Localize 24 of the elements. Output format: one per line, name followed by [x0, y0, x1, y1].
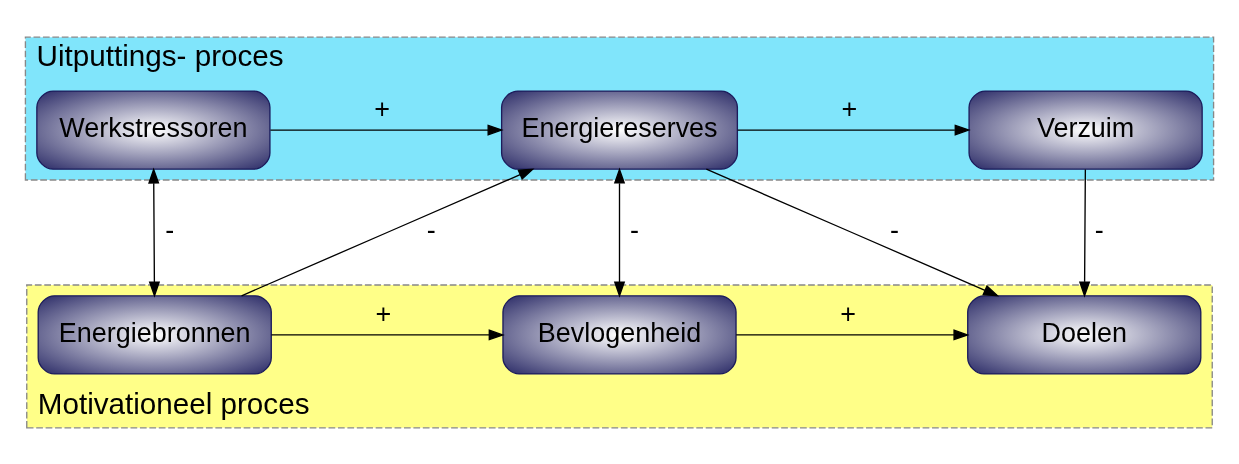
node-box: Werkstressoren: [36, 89, 271, 170]
node-box: Verzuim: [968, 89, 1203, 170]
arrow: [737, 123, 971, 136]
node-box: Bevlogenheid: [502, 294, 737, 375]
edge-label: +: [840, 298, 857, 329]
edge-label: -: [1094, 214, 1104, 245]
edge-label: +: [841, 93, 858, 124]
edge-label: +: [375, 298, 392, 329]
arrow: [270, 328, 505, 341]
arrow: [148, 166, 161, 298]
edge-label: -: [426, 214, 436, 245]
node-box: Doelen: [967, 294, 1202, 375]
arrow: [240, 167, 535, 296]
arrow: [705, 168, 1000, 297]
arrow: [613, 166, 626, 298]
node-box: Energiebronnen: [37, 294, 272, 375]
arrow: [1078, 168, 1091, 298]
edge-label: +: [374, 93, 390, 124]
edge-label: -: [165, 214, 175, 245]
arrow: [735, 328, 970, 341]
edge-label: -: [890, 214, 900, 245]
edge-label: -: [630, 214, 640, 245]
node-box: Energiereserves: [500, 89, 739, 170]
arrow: [269, 123, 504, 136]
